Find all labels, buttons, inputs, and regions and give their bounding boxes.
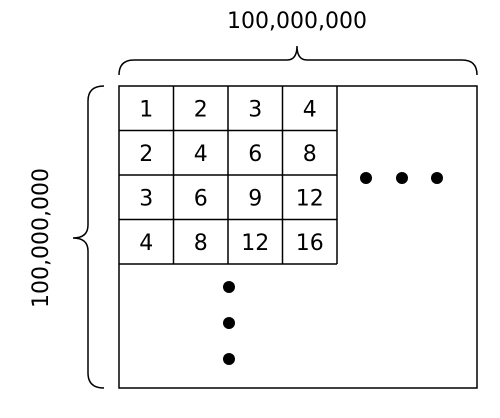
grid-cell-value: 12 (296, 186, 324, 211)
grid-cell-value: 6 (194, 186, 208, 211)
top-brace (118, 45, 478, 76)
grid-cell-value: 9 (248, 186, 262, 211)
grid-cell-value: 4 (139, 231, 153, 256)
ellipsis-dot (396, 172, 408, 184)
grid-cell-value: 6 (248, 142, 262, 167)
grid-cell-value: 16 (296, 231, 324, 256)
outer-matrix-border (118, 85, 478, 389)
grid-cell-value: 8 (303, 142, 317, 167)
ellipsis-dot (223, 281, 235, 293)
grid-cell-value: 12 (241, 231, 269, 256)
grid-cell-value: 3 (139, 186, 153, 211)
horizontal-ellipsis (360, 172, 443, 184)
vertical-ellipsis (223, 281, 235, 365)
ellipsis-dot (360, 172, 372, 184)
grid-cell-value: 3 (248, 97, 262, 122)
grid-cell-value: 4 (194, 142, 208, 167)
ellipsis-dot (431, 172, 443, 184)
grid-cell-value: 4 (303, 97, 317, 122)
ellipsis-dot (223, 353, 235, 365)
grid-cell-value: 1 (139, 97, 153, 122)
grid-cell-value: 8 (194, 231, 208, 256)
ellipsis-dot (223, 317, 235, 329)
left-brace (72, 85, 105, 389)
grid-cell-value: 2 (139, 142, 153, 167)
top-dimension-label: 100,000,000 (227, 9, 367, 34)
grid-lines (119, 86, 338, 265)
left-dimension-label: 100,000,000 (29, 168, 54, 308)
grid-cell-value: 2 (194, 97, 208, 122)
